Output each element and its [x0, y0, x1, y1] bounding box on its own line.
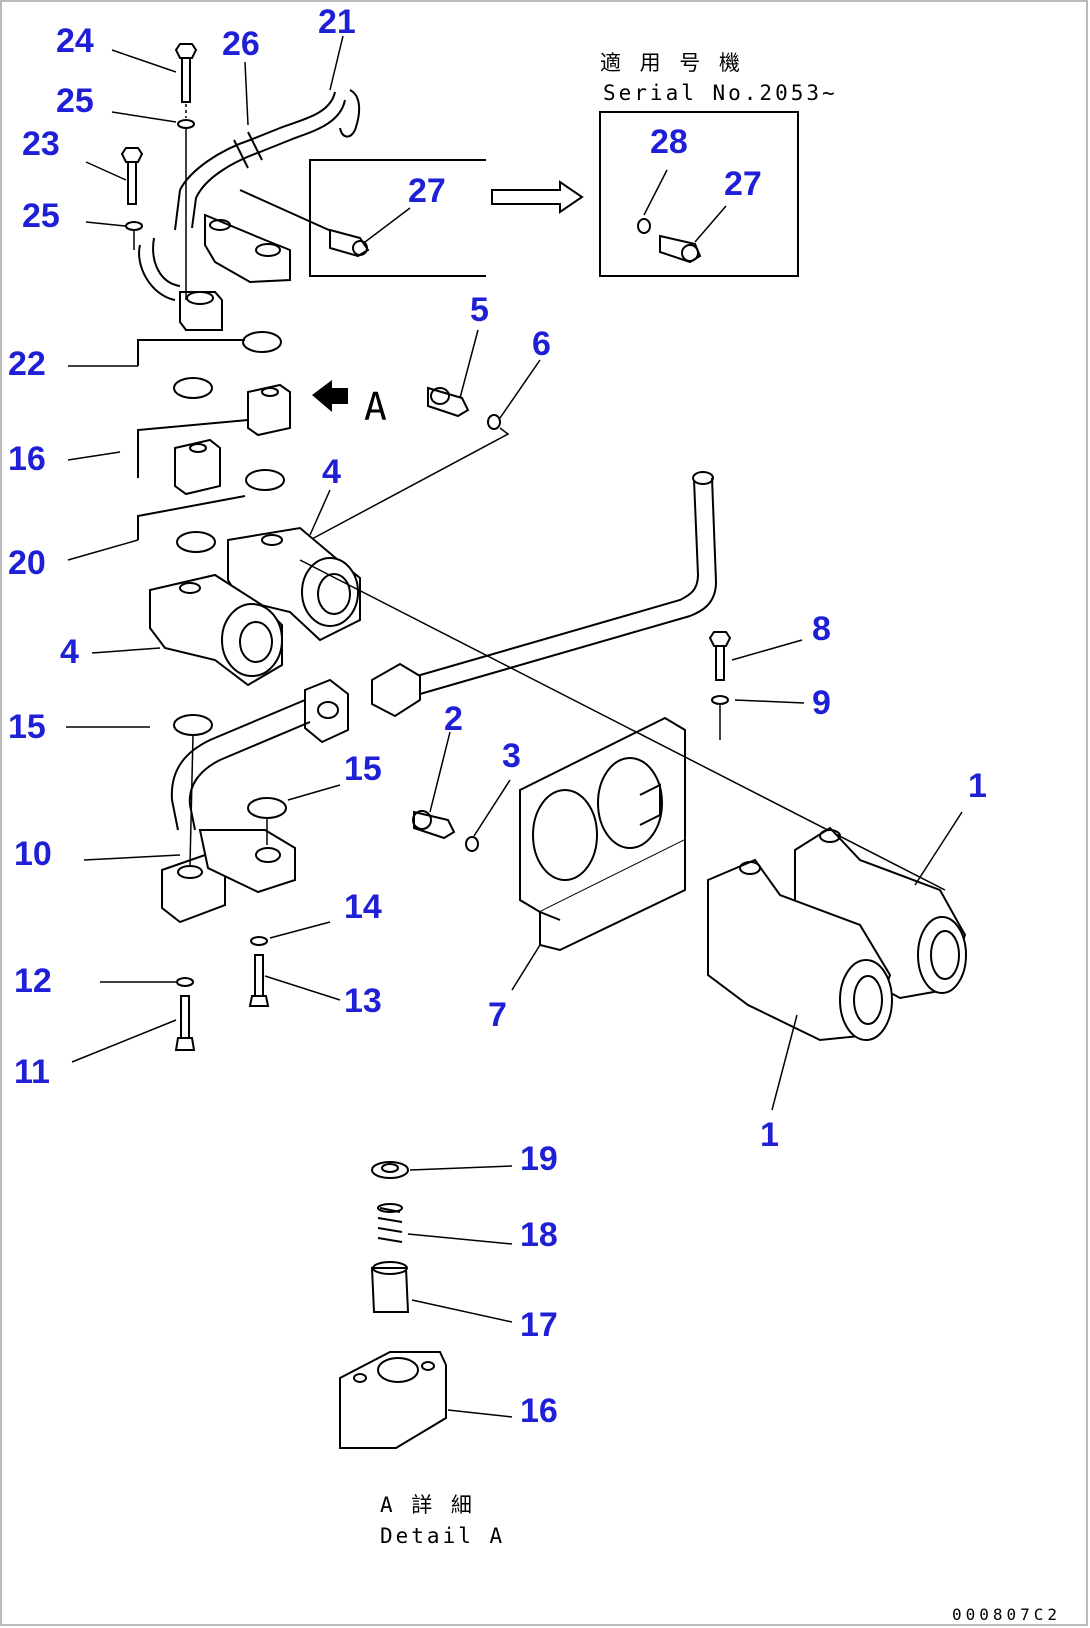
callout-1: 1 — [760, 1116, 779, 1154]
washer-6 — [487, 414, 501, 430]
block-16-a — [247, 383, 291, 437]
pump-4-lower — [149, 573, 283, 687]
serial-note-jp: 適 用 号 機 — [600, 51, 743, 75]
bolt-13 — [248, 954, 270, 1007]
motor-1-front — [707, 858, 893, 1042]
bolt-11 — [174, 995, 196, 1051]
block-16-detail — [339, 1351, 447, 1449]
callout-25: 25 — [22, 197, 60, 235]
callout-16: 16 — [520, 1392, 558, 1430]
callout-23: 23 — [22, 125, 60, 163]
change-arrow — [491, 180, 584, 214]
callout-7: 7 — [488, 996, 507, 1034]
washer-19 — [371, 1161, 409, 1179]
callout-1: 1 — [968, 767, 987, 805]
callout-labels: 24 26 21 25 23 25 27 28 27 22 5 6 16 4 2… — [8, 3, 987, 1430]
washer-12 — [176, 977, 194, 987]
callout-24: 24 — [56, 22, 94, 60]
view-arrow-icon — [312, 380, 348, 412]
washer-25-top — [177, 119, 195, 129]
box-serial — [599, 111, 799, 277]
screw-5 — [427, 386, 470, 418]
callout-14: 14 — [344, 888, 382, 926]
leader-line-6 — [309, 427, 510, 541]
bolt-23 — [120, 147, 144, 205]
callout-20: 20 — [8, 544, 46, 582]
bolt-24 — [174, 43, 198, 118]
bracket-20 — [137, 495, 246, 540]
detail-caption-jp: A 詳 細 — [380, 1493, 475, 1517]
callout-15: 15 — [344, 750, 382, 788]
callout-15: 15 — [8, 708, 46, 746]
suction-pipe — [371, 471, 718, 718]
washer-3 — [465, 836, 479, 852]
callout-27: 27 — [724, 165, 762, 203]
pipe-assembly-top — [138, 89, 361, 331]
callout-3: 3 — [502, 737, 521, 775]
spring-18 — [377, 1203, 403, 1243]
box-pre-serial — [239, 159, 486, 277]
bolt-8 — [708, 631, 732, 681]
callout-12: 12 — [14, 962, 52, 1000]
callout-2: 2 — [444, 700, 463, 738]
callout-27: 27 — [408, 172, 446, 210]
washer-25-left — [125, 221, 143, 231]
flange-block-10 — [161, 678, 349, 924]
callout-19: 19 — [520, 1140, 558, 1178]
callout-21: 21 — [318, 3, 356, 41]
gasket-20-b — [176, 531, 216, 553]
washer-14 — [250, 936, 268, 946]
gasket-22-a — [242, 331, 282, 353]
callout-5: 5 — [470, 291, 489, 329]
bracket-22 — [137, 339, 245, 366]
pump-4-upper — [227, 526, 361, 642]
callout-17: 17 — [520, 1306, 558, 1344]
callout-18: 18 — [520, 1216, 558, 1254]
callout-13: 13 — [344, 982, 382, 1020]
callout-9: 9 — [812, 684, 831, 722]
block-16-b — [174, 438, 221, 496]
callout-8: 8 — [812, 610, 831, 648]
callout-16: 16 — [8, 440, 46, 478]
callout-25: 25 — [56, 82, 94, 120]
gasket-20-a — [245, 469, 285, 491]
leader-lines — [66, 35, 963, 1418]
drawing-code: 000807C2 — [952, 1605, 1061, 1624]
callout-28: 28 — [650, 123, 688, 161]
bracket-plate-7 — [519, 716, 686, 952]
plug-17 — [370, 1261, 410, 1313]
view-marker-a: A — [364, 385, 390, 429]
washer-9 — [711, 695, 729, 705]
callout-11: 11 — [14, 1053, 50, 1091]
callout-22: 22 — [8, 345, 46, 383]
callout-4: 4 — [60, 633, 79, 671]
callout-26: 26 — [222, 25, 260, 63]
gasket-22-b — [173, 377, 213, 399]
serial-note-en: Serial No.2053~ — [603, 81, 838, 105]
callout-4: 4 — [322, 453, 341, 491]
callout-10: 10 — [14, 835, 52, 873]
bracket-16 — [137, 419, 249, 478]
callout-6: 6 — [532, 325, 551, 363]
axis-15-a — [189, 734, 194, 866]
detail-caption-en: Detail A — [380, 1524, 505, 1548]
